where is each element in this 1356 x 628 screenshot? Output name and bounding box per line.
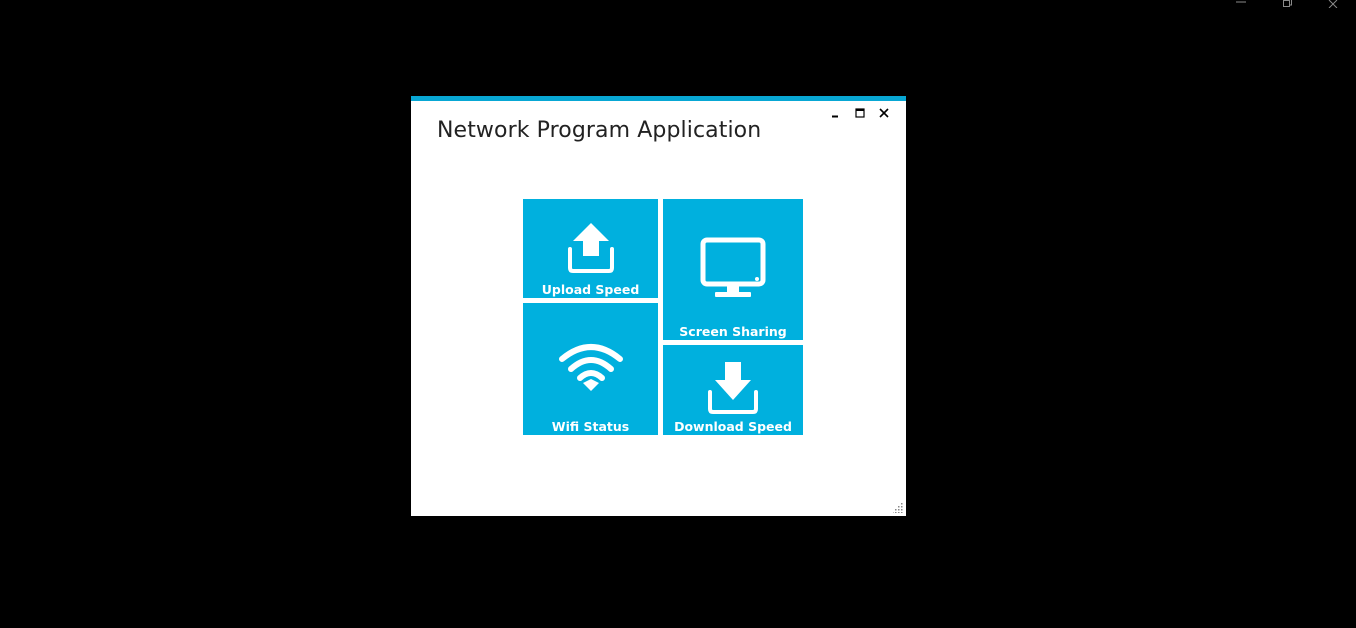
maximize-button[interactable] [848,105,872,121]
close-icon [879,108,889,118]
app-window: Network Program Application Upload Speed… [411,96,906,516]
close-icon [1328,0,1338,8]
minimize-icon [832,115,838,118]
wifi-icon [558,344,623,391]
window-controls [824,105,896,121]
download-speed-tile[interactable]: Download Speed [663,345,803,435]
host-minimize-button[interactable] [1218,0,1264,14]
download-icon [708,362,758,414]
minimize-icon [1236,1,1246,3]
wifi-status-tile[interactable]: Wifi Status [523,303,658,435]
upload-speed-label: Upload Speed [541,282,640,297]
upload-icon [567,223,614,273]
restore-icon [1283,0,1292,7]
app-title: Network Program Application [437,118,762,143]
window-accent-bar [411,96,906,101]
host-window-controls [1218,0,1356,14]
host-restore-button[interactable] [1264,0,1310,14]
download-speed-label: Download Speed [674,419,792,434]
minimize-button[interactable] [824,105,848,121]
wifi-status-label: Wifi Status [551,419,630,434]
host-close-button[interactable] [1310,0,1356,14]
maximize-icon [855,108,865,118]
upload-speed-tile[interactable]: Upload Speed [523,199,658,298]
monitor-icon [700,237,766,297]
resize-grip-icon[interactable] [893,503,903,513]
screen-sharing-tile[interactable]: Screen Sharing [663,199,803,340]
screen-sharing-label: Screen Sharing [679,324,787,339]
close-button[interactable] [872,105,896,121]
